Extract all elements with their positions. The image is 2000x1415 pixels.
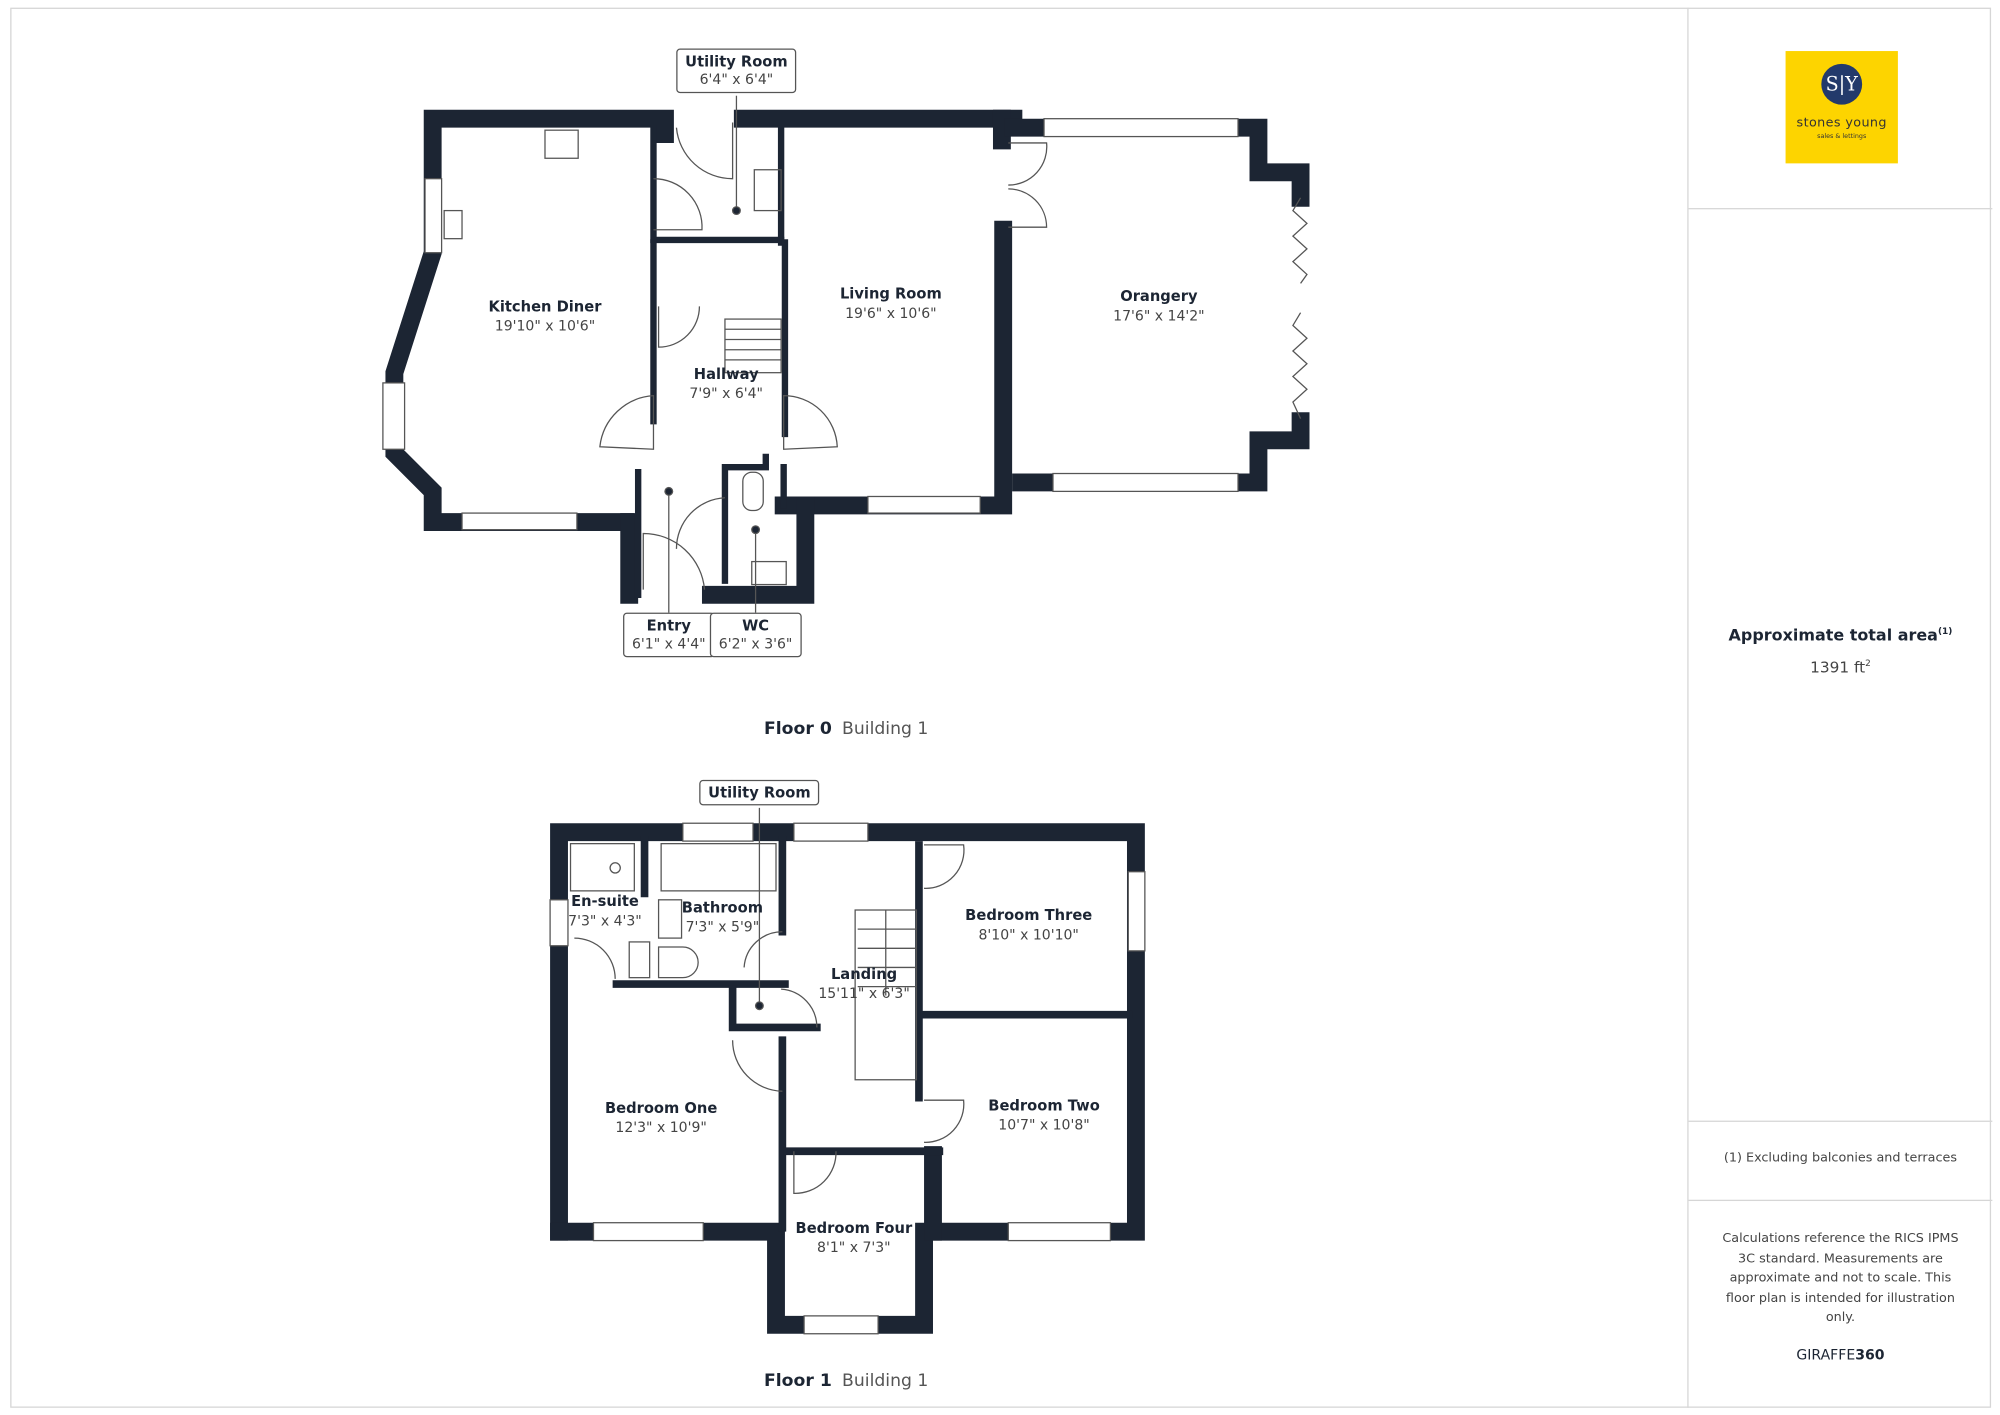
room-name: Bedroom One <box>604 1098 718 1117</box>
total-area: 1391 ft2 <box>1689 659 1993 677</box>
room-label: Hallway 7'9" x 6'4" <box>689 365 763 405</box>
room-dimensions: 6'4" x 6'4" <box>699 71 774 89</box>
doors <box>574 122 1048 1194</box>
room-tag: Utility Room <box>699 779 820 806</box>
building-label: Building 1 <box>842 718 929 739</box>
windows <box>382 118 1239 1335</box>
room-name: Kitchen Diner <box>488 297 602 316</box>
toilet-icon <box>742 471 764 512</box>
room-dimensions: 7'3" x 5'9" <box>685 918 760 936</box>
room-label: Landing 15'11" x 6'3" <box>818 965 909 1005</box>
bath-icon <box>660 843 777 892</box>
room-label: Bedroom Four 8'1" x 7'3" <box>796 1219 913 1259</box>
room-dimensions: 8'10" x 10'10" <box>978 926 1079 944</box>
room-dimensions: 19'10" x 10'6" <box>494 317 596 335</box>
brand-part-a: GIRAFFE <box>1796 1346 1856 1364</box>
footnote-ref: (1) <box>1937 626 1953 637</box>
shower-icon <box>569 843 635 892</box>
room-name: Landing <box>830 964 898 983</box>
room-name: Bedroom Four <box>795 1218 913 1237</box>
room-name: WC <box>742 616 770 635</box>
room-name: Utility Room <box>708 783 811 802</box>
room-dimensions: 12'3" x 10'9" <box>615 1119 707 1136</box>
room-dimensions: 19'6" x 10'6" <box>845 305 937 322</box>
room-label: Living Room 19'6" x 10'6" <box>840 285 942 325</box>
shower-head-icon <box>609 862 621 874</box>
room-dimensions: 8'1" x 7'3" <box>817 1239 891 1256</box>
room-label: Bedroom One 12'3" x 10'9" <box>605 1099 717 1139</box>
floor-label: Floor 0 <box>763 718 832 739</box>
bifold-door <box>1291 197 1308 284</box>
giraffe360-brand: GIRAFFE360 <box>1689 1347 1993 1364</box>
room-name: Hallway <box>693 365 759 383</box>
area-title-text: Approximate total area <box>1728 625 1938 645</box>
brand-part-b: 360 <box>1855 1346 1885 1364</box>
room-name: Utility Room <box>685 52 788 71</box>
room-dimensions: 7'3" x 4'3" <box>568 912 642 930</box>
divider <box>1688 208 1993 210</box>
area-unit-sup: 2 <box>1865 658 1871 669</box>
room-dimensions: 17'6" x 14'2" <box>1113 307 1205 325</box>
room-name: En-suite <box>571 892 639 911</box>
divider <box>1688 1199 1993 1202</box>
room-dimensions: 10'7" x 10'8" <box>998 1116 1090 1134</box>
room-name: Bathroom <box>681 898 764 917</box>
room-dimensions: 6'2" x 3'6" <box>718 635 793 653</box>
sink-icon <box>753 169 782 212</box>
footnote: (1) Excluding balconies and terraces <box>1723 1151 1957 1166</box>
logo-monogram: S|Y <box>1821 63 1863 105</box>
info-sidebar: S|Y stones young sales & lettings Approx… <box>1687 7 1993 1408</box>
toilet-icon <box>657 946 699 979</box>
basin-icon <box>657 899 683 939</box>
hob-icon <box>544 129 579 159</box>
bifold-door <box>1291 312 1308 419</box>
room-name: Orangery <box>1120 287 1198 306</box>
floor0-interior-walls <box>634 124 789 598</box>
basin-icon <box>751 560 787 586</box>
floor-label: Floor 1 <box>763 1370 832 1392</box>
area-title: Approximate total area(1) <box>1689 625 1993 644</box>
floor-caption: Floor 0 Building 1 <box>764 719 928 739</box>
floor1-interior-walls <box>612 835 1133 1232</box>
floor-caption: Floor 1 Building 1 <box>764 1371 928 1391</box>
basin-icon <box>628 941 651 979</box>
logo-tagline: sales & lettings <box>1817 132 1867 141</box>
room-name: Bedroom Three <box>965 906 1093 925</box>
fixtures <box>443 129 787 979</box>
room-dimensions: 7'9" x 6'4" <box>689 385 764 403</box>
room-dimensions: 15'11" x 6'3" <box>818 985 910 1002</box>
page-frame <box>10 7 1992 1408</box>
divider <box>1688 1120 1993 1122</box>
room-name: Living Room <box>839 284 942 303</box>
stairs <box>724 318 918 1081</box>
room-name: Entry <box>646 616 691 635</box>
building-label: Building 1 <box>842 1370 929 1392</box>
area-value: 1391 ft <box>1810 658 1866 677</box>
room-dimensions: 6'1" x 4'4" <box>631 635 706 653</box>
stones-young-logo: S|Y stones young sales & lettings <box>1785 51 1898 164</box>
logo-brand: stones young <box>1796 116 1887 131</box>
sink-icon <box>443 209 463 240</box>
room-name: Bedroom Two <box>988 1096 1100 1115</box>
disclaimer: Calculations reference the RICS IPMS 3C … <box>1722 1231 1959 1325</box>
